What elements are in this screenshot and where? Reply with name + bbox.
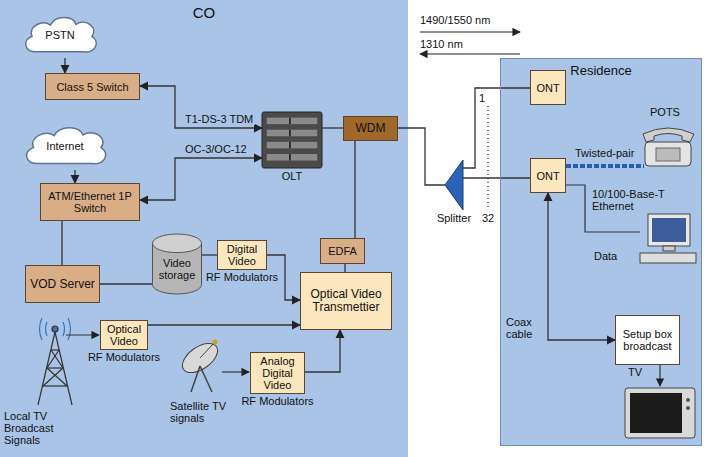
tower-feed-line [66, 334, 99, 335]
connector-line [64, 58, 65, 73]
node-label: Optical Video [103, 323, 145, 347]
annotation-label: Satellite TV signals [170, 400, 228, 424]
telephone [643, 128, 694, 166]
twisted-pair-wire [566, 164, 644, 168]
transmitter-box: Optical Video Transmettier [300, 272, 392, 330]
wdm-box: WDM [343, 116, 398, 141]
annotation-label: 32 [482, 212, 494, 224]
node-label: ONT [536, 82, 559, 94]
connector-line [148, 324, 300, 325]
connector-line [463, 177, 530, 178]
olt-device: OLT [262, 112, 322, 168]
switch-box: ATM/Ethernet 1P Switch [40, 183, 140, 221]
satellite-feed-line [222, 371, 249, 372]
setup-box: Setup box broadcast [615, 315, 680, 365]
node-label: Digital Video [220, 243, 264, 267]
node-sublabel: RF Modulators [88, 351, 160, 363]
residence-ground [500, 58, 702, 446]
computer [640, 214, 696, 263]
annotation-label: 1310 nm [420, 38, 463, 50]
switch-box: Class 5 Switch [45, 73, 140, 100]
tri-outline [445, 160, 463, 210]
connector-line [202, 254, 217, 255]
node-sublabel: RF Modulators [241, 395, 313, 407]
network-cloud: Internet [20, 122, 110, 170]
connector-line [305, 330, 340, 372]
node-label: Analog Digital Video [253, 355, 302, 391]
ont-box: ONT [530, 158, 566, 193]
amplifier-box: EDFA [320, 238, 365, 264]
node-label: Optical Video Transmettier [303, 288, 389, 314]
node-label: ONT [536, 170, 559, 182]
connector-label: OC-3/OC-12 [183, 143, 249, 155]
wavelength-arrows [420, 32, 520, 54]
connector-line [344, 264, 345, 272]
central-office-panel: COPSTNClass 5 SwitchInternetATM/Ethernet… [0, 0, 408, 457]
co-ground [0, 0, 408, 457]
annotation-label: 1 [479, 92, 485, 104]
node-label: Internet [46, 140, 83, 152]
connector-line [548, 193, 615, 340]
modulator-box: Optical VideoRF Modulators [100, 320, 148, 350]
modulator-box: Analog Digital VideoRF Modulators [250, 352, 305, 394]
annotation-label: Data [594, 250, 617, 262]
node-label: Video storage [152, 247, 202, 281]
modulator-box: Digital VideoRF Modulators [217, 240, 267, 270]
annotation-label: POTS [650, 106, 680, 118]
node-label: Splitter [437, 212, 471, 224]
connector-label: T1-DS-3 TDM [183, 113, 255, 125]
broadcast-tower [38, 318, 72, 405]
connector-line [322, 127, 343, 128]
tv-feed-line [659, 365, 660, 386]
node-label: VOD Server [30, 278, 95, 291]
node-label: EDFA [328, 245, 357, 257]
annotation-label: Coax cable [506, 316, 544, 340]
annotation-label: 1490/1550 nm [420, 14, 490, 26]
annotation-label: Twisted-pair [575, 147, 634, 159]
server-box: VOD Server [25, 265, 100, 303]
node-sublabel: RF Modulators [206, 271, 278, 283]
television [625, 388, 695, 438]
ont-box: ONT [530, 70, 566, 105]
node-label: ATM/Ethernet 1P Switch [43, 190, 137, 214]
network-cloud: PSTN [20, 12, 100, 58]
connector-line [74, 170, 75, 183]
annotation-label: Local TV Broadcast Signals [4, 410, 82, 446]
olt-outline [262, 112, 322, 168]
satellite-dish [177, 338, 222, 392]
node-label: OLT [282, 170, 303, 182]
annotation-label: TV [628, 366, 642, 378]
splitter-triangle: Splitter [445, 160, 463, 210]
node-label: Setup box broadcast [618, 328, 677, 352]
connector-line [463, 88, 530, 168]
connector-line [398, 128, 445, 185]
connector-line [100, 283, 152, 284]
node-label: WDM [356, 122, 386, 135]
connector-line [61, 221, 62, 265]
node-label: Class 5 Switch [56, 81, 128, 93]
annotation-label: 10/100-Base-T Ethernet [592, 188, 684, 212]
storage-cylinder: Video storage [152, 233, 202, 295]
splitter-port-dots [487, 106, 488, 208]
connector-line [140, 158, 262, 200]
connector-line [140, 86, 262, 128]
connector-line [354, 141, 355, 238]
node-label: PSTN [45, 29, 74, 41]
